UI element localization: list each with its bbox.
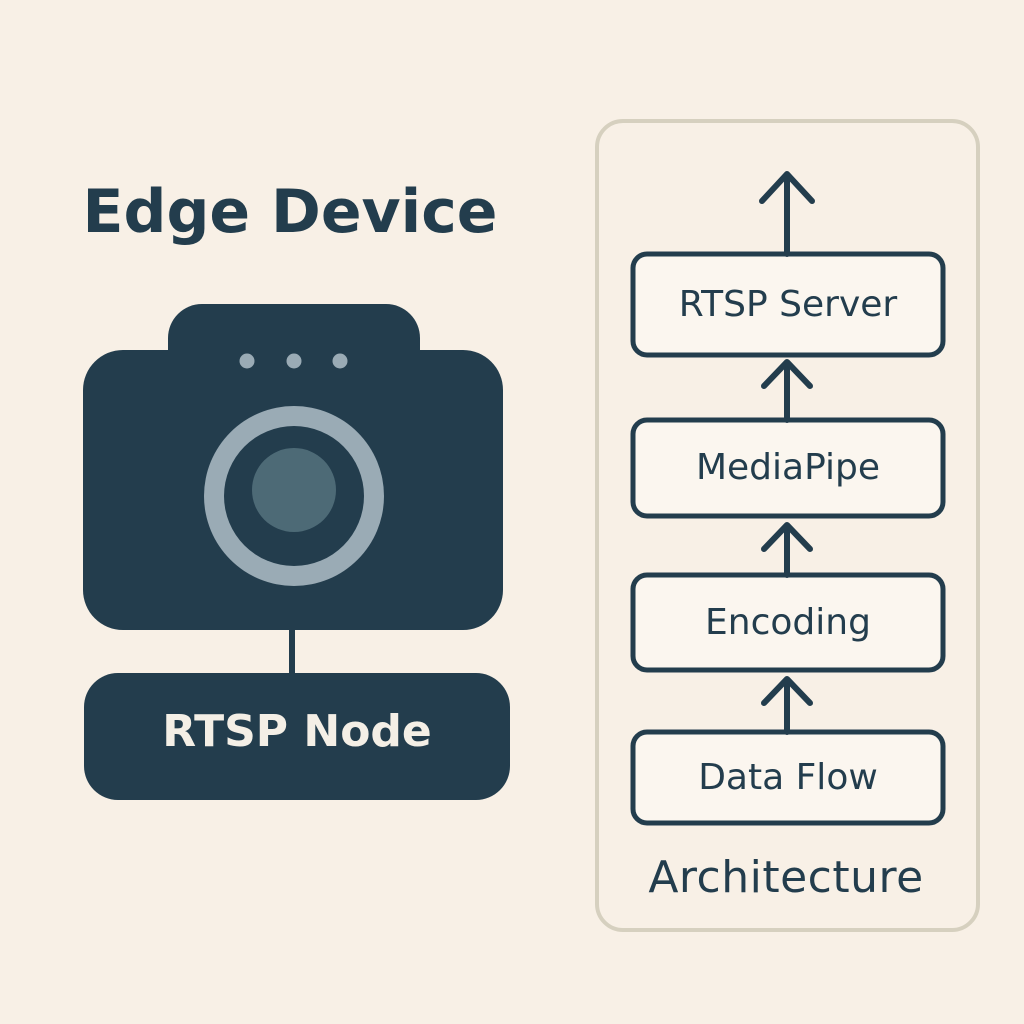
stage-label-mediapipe: MediaPipe xyxy=(695,447,881,488)
arrow-up-icon-dataflow-to-encoding xyxy=(761,676,813,735)
stage-label-data-flow: Data Flow xyxy=(698,757,878,798)
rtsp-node-box xyxy=(84,673,510,800)
stage-label-rtsp-server: RTSP Server xyxy=(678,284,898,325)
indicator-dot-2 xyxy=(286,353,302,369)
rtsp-node-label: RTSP Node xyxy=(162,706,432,757)
lens-core xyxy=(252,448,336,532)
architecture-label: Architecture xyxy=(648,852,924,903)
indicator-dot-1 xyxy=(239,353,255,369)
arrow-up-icon-output xyxy=(759,171,815,257)
edge-device-title: Edge Device xyxy=(82,177,498,247)
stage-label-encoding: Encoding xyxy=(705,602,871,643)
camera-icon xyxy=(83,304,503,630)
arrow-up-icon-encoding-to-mediapipe xyxy=(761,522,813,578)
indicator-dot-3 xyxy=(332,353,348,369)
arrow-up-icon-mediapipe-to-server xyxy=(761,359,813,423)
